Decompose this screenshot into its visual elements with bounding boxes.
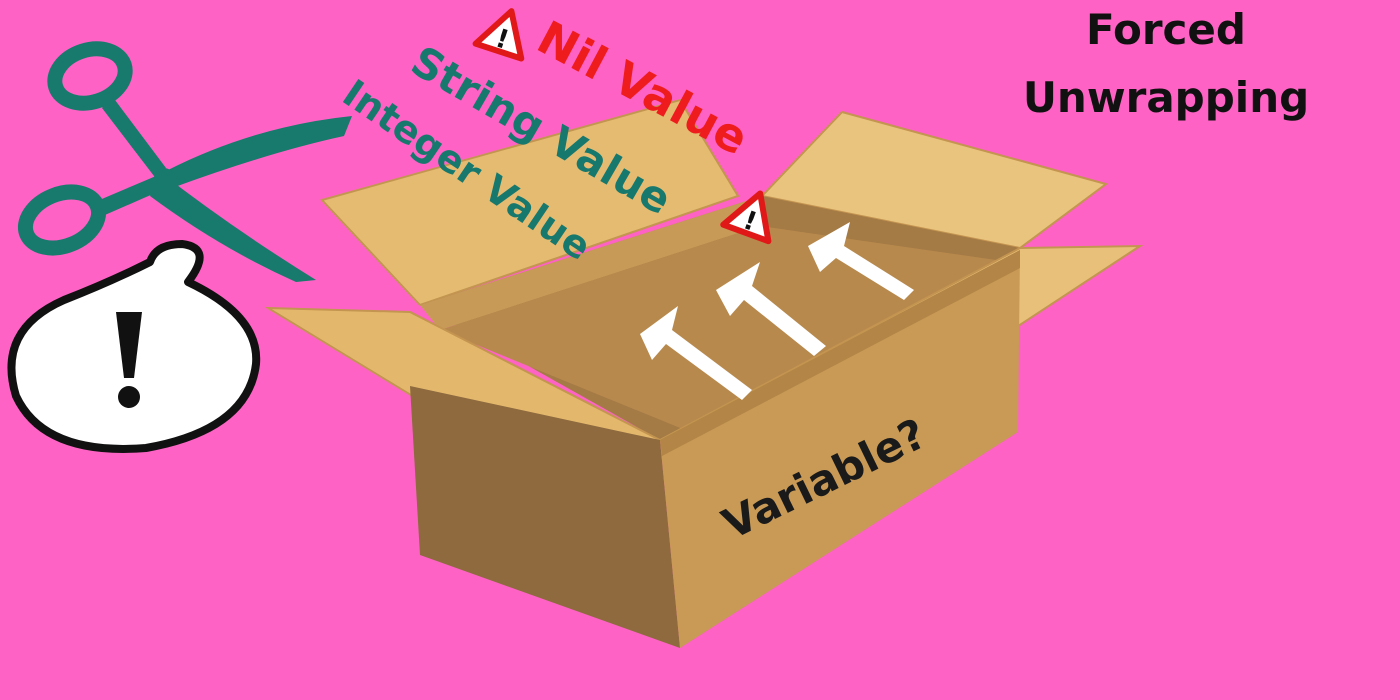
warning-icon: ! — [472, 8, 525, 62]
box-interior-wall — [420, 196, 762, 330]
box-back-flap — [320, 98, 740, 307]
arrow-up-icon — [640, 306, 752, 400]
box-front-shade — [660, 250, 1020, 456]
box-side-left — [410, 386, 680, 648]
cardboard-box — [264, 98, 1144, 648]
speech-bubble-icon — [7, 240, 261, 453]
box-interior-floor — [440, 226, 1010, 432]
title-line-2: Unwrapping — [1023, 73, 1309, 122]
warning-icon: ! — [720, 190, 772, 245]
title-line-1: Forced — [1086, 5, 1246, 54]
exclamation-dot — [118, 386, 140, 408]
scissors-icon — [17, 41, 352, 282]
arrow-up-icon — [716, 262, 826, 356]
arrow-up-icon — [808, 222, 914, 300]
exclamation-bar — [116, 312, 142, 378]
box-front — [660, 250, 1020, 648]
arrows — [640, 222, 914, 400]
